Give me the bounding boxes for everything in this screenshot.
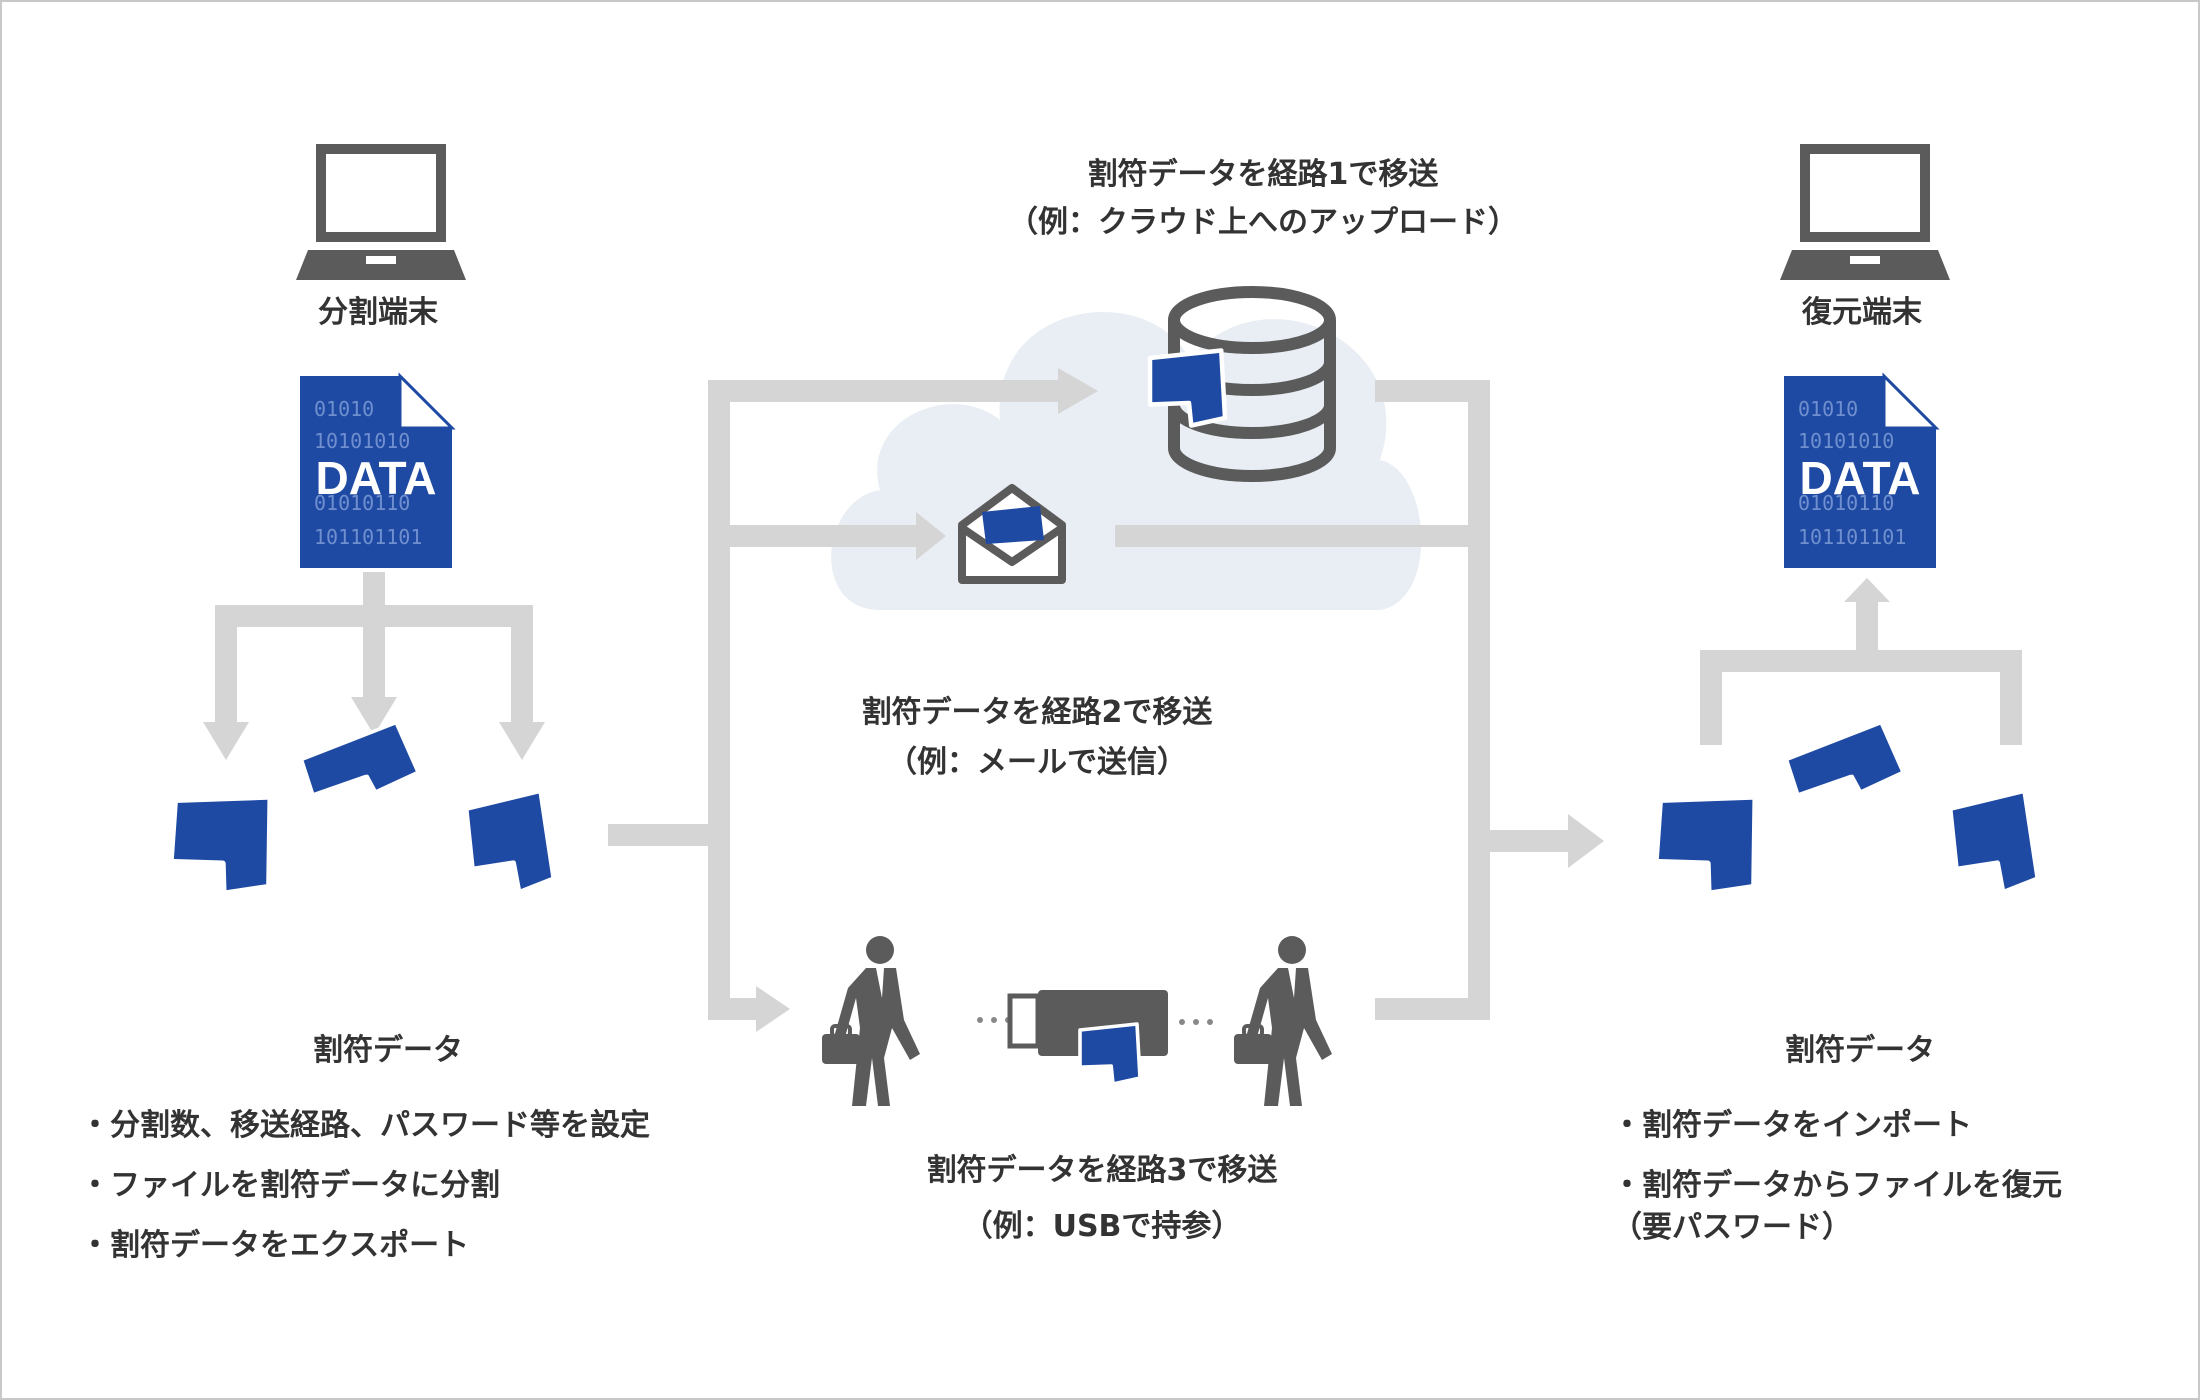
right-bullet: ・割符データをインポート [1612, 1108, 1972, 1143]
laptop-icon [1780, 144, 1950, 280]
laptop-icon [296, 144, 466, 280]
fragment-icon [1949, 790, 2039, 898]
data-bits: 01010 [314, 397, 374, 421]
data-file-icon: 01010 10101010 01010110 101101101 DATA [300, 372, 456, 568]
businessman-icon [820, 934, 922, 1108]
right-bullet: ・割符データからファイルを復元 [1612, 1168, 2062, 1203]
fragment-icon [1783, 720, 1906, 811]
route3-title: 割符データを経路3で移送 [926, 1153, 1278, 1188]
source-terminal-label: 分割端末 [318, 295, 438, 330]
fragment-icon [169, 790, 276, 897]
left-bullet: ・ファイルを割符データに分割 [80, 1168, 500, 1203]
route2-example: （例：メールで送信） [887, 745, 1187, 780]
connector-arrows [203, 368, 2022, 1032]
fragment-icon [1654, 790, 1761, 897]
left-fragments-title: 割符データ [313, 1033, 463, 1068]
right-bullet: （要パスワード） [1612, 1210, 1852, 1245]
restore-terminal-label: 復元端末 [1802, 295, 1922, 330]
route1-example: （例：クラウド上へのアップロード） [1008, 205, 1518, 240]
data-bits: 10101010 [314, 429, 410, 453]
data-bits: 01010110 [314, 491, 410, 515]
data-label: DATA [316, 452, 437, 504]
fragment-icon [1078, 1022, 1142, 1086]
fragment-icon [298, 720, 421, 811]
envelope-icon [958, 484, 1066, 584]
data-bits: 101101101 [314, 525, 422, 549]
left-bullet: ・分割数、移送経路、パスワード等を設定 [80, 1108, 650, 1143]
data-bits: 10101010 [1798, 429, 1894, 453]
data-bits: 101101101 [1798, 525, 1906, 549]
data-label: DATA [1800, 452, 1921, 504]
route2-title: 割符データを経路2で移送 [861, 695, 1213, 730]
data-bits: 01010 [1798, 397, 1858, 421]
route1-title: 割符データを経路1で移送 [1087, 157, 1439, 192]
left-bullet: ・割符データをエクスポート [80, 1228, 470, 1263]
businessman-icon [1232, 934, 1334, 1108]
route3-example: （例：USBで持参） [962, 1209, 1242, 1244]
fragment-icon [465, 790, 555, 898]
data-file-icon: 01010 10101010 01010110 101101101 DATA [1784, 372, 1940, 568]
right-fragments-title: 割符データ [1785, 1033, 1935, 1068]
data-bits: 01010110 [1798, 491, 1894, 515]
